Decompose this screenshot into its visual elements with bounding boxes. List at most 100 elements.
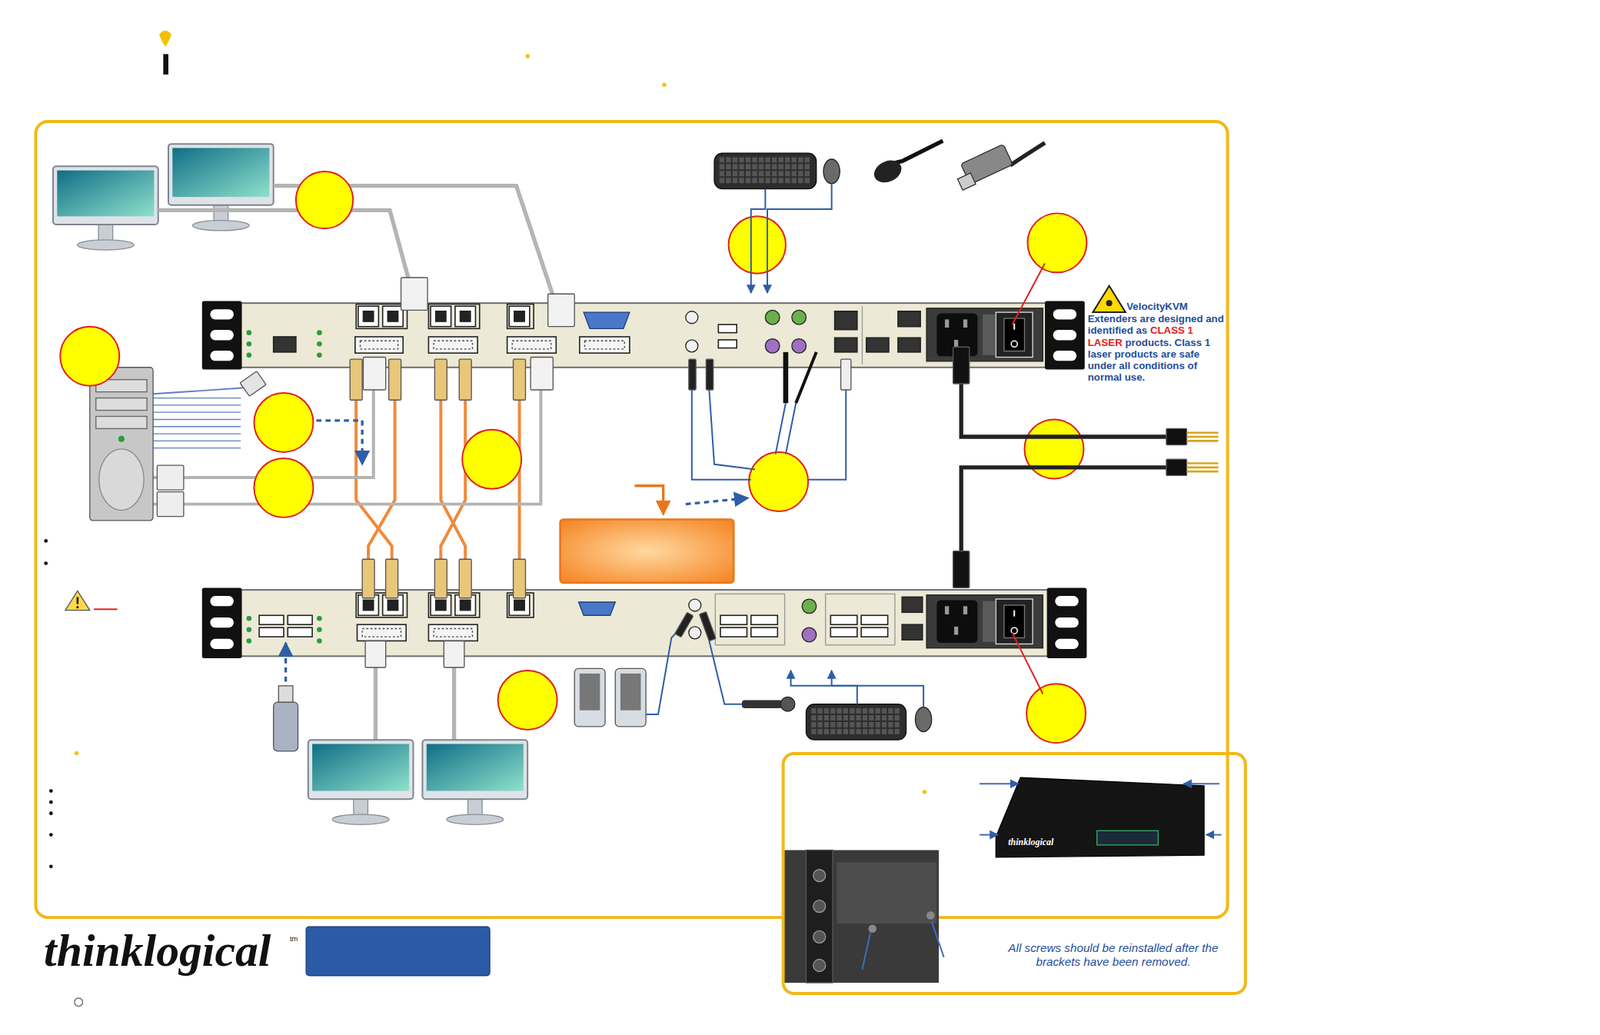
power-led [118,435,125,443]
cable [153,419,241,420]
usb-port [718,324,737,333]
plug-prong [1186,435,1218,439]
bullet [43,561,48,566]
cable [284,642,287,682]
led [246,341,253,347]
usb-port [287,627,313,637]
ear-slot [1053,329,1078,340]
plug [349,359,363,400]
key [751,170,758,177]
inlet-pin [944,319,949,328]
plug-prong [1186,466,1218,470]
monitor-bezel [308,739,414,799]
fiber-core [362,599,373,610]
fuse [982,314,995,356]
bullet [43,538,48,543]
key [785,177,791,183]
key [836,721,842,728]
fiber-core [460,311,471,322]
warning-mark [76,596,80,604]
ps2-port [765,339,780,354]
plug [434,558,447,598]
cable [961,467,1168,583]
key [824,715,829,721]
drive-bay [96,415,147,429]
note-text: All screws should be reinstalled after t… [997,941,1231,969]
callout-circle [462,429,522,489]
bullet [49,800,54,805]
serial-port [578,602,616,616]
monitor-bezel [168,143,274,206]
inlet-pin [954,626,959,636]
key [765,156,771,163]
led [246,615,253,622]
key [725,170,732,177]
key [738,163,745,170]
plug [389,359,402,400]
usb-port [861,615,889,625]
cable [316,420,363,465]
key [817,721,822,728]
ear-slot [1054,638,1079,649]
key [894,728,900,735]
speck [661,83,666,87]
key [875,728,881,735]
key [881,728,887,735]
key [738,170,745,177]
usb-tip [957,172,976,190]
monitor-base [76,239,134,250]
plug [530,357,553,390]
speck [922,789,927,794]
key [771,177,778,183]
key [862,721,868,728]
plug [156,492,184,517]
key [738,177,745,183]
key [738,156,745,163]
ear-slot [209,350,234,361]
dvi-port [355,336,403,353]
warning-mark [76,605,79,609]
usb-stick-tip [278,685,293,702]
bracket-hole [813,869,826,882]
microphone-head [780,696,796,712]
rack-body [239,302,1048,368]
audio-jack [688,626,702,639]
key [725,156,732,163]
plug [548,293,576,326]
plug-prong [1186,462,1218,465]
callout-circle [498,670,558,730]
fiber-port [508,306,530,327]
switch-mark [1011,340,1018,347]
key [811,721,816,728]
key [745,170,752,177]
key [732,163,739,170]
callout-circle [728,216,786,273]
inset-panel: All screws should be reinstalled after t… [781,751,1248,995]
key [843,708,849,714]
small-circle [74,997,84,1007]
key [875,721,881,728]
monitor-bezel [422,739,528,799]
dvi-port [357,624,407,641]
ps2-port [801,598,817,614]
plug [841,359,852,390]
callout-circle [296,171,353,229]
key [843,728,849,735]
cable [452,665,456,740]
callout-circle [1026,683,1086,743]
bullet [49,832,54,837]
plug-prong [1186,431,1218,434]
key [785,156,791,163]
plug [459,558,472,598]
cable [979,782,1018,785]
switch-mark [1013,323,1015,330]
rj-port [834,337,858,353]
cable [1012,262,1045,325]
fiber-core [435,311,446,322]
usb-port [718,339,737,349]
key [751,163,758,170]
bracket-hole [813,930,826,943]
key [894,715,900,721]
mouse [823,159,840,184]
key [758,163,765,170]
